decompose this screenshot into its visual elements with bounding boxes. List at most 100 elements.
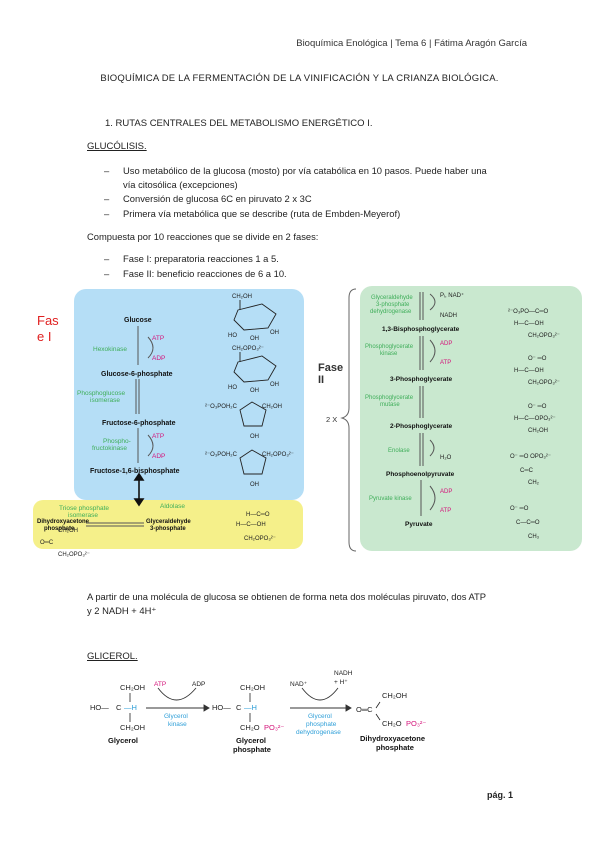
svg-text:CH₂OPO₃²⁻: CH₂OPO₃²⁻	[244, 536, 276, 542]
svg-text:CH₂OH: CH₂OH	[120, 723, 145, 732]
gap-label-a: Glyceraldehyde	[146, 519, 191, 525]
tpi-label-a: Triose phosphate	[59, 505, 109, 512]
times-label: 2 X	[326, 415, 337, 424]
summary-line2: y 2 NADH + 4H⁺	[87, 605, 157, 616]
adp3-label: ADP	[440, 341, 452, 347]
h2o-label: H₂O	[440, 455, 452, 461]
glycerol-label: Glycerol	[108, 736, 138, 745]
pgk-label-a: Phosphoglycerate	[365, 344, 414, 350]
svg-text:CH₂OPO₃²⁻: CH₂OPO₃²⁻	[528, 333, 560, 339]
svg-text:²⁻O₃PO—C═O: ²⁻O₃PO—C═O	[508, 309, 549, 315]
atp1-label: ATP	[152, 335, 164, 342]
dhap-label-a: Dihydroxyacetone	[37, 519, 90, 525]
svg-text:C—C═O: C—C═O	[516, 520, 540, 526]
glyc-nad-label: NAD⁺	[290, 681, 308, 688]
svg-text:OH: OH	[250, 388, 259, 394]
pfk-label-b: fructokinase	[92, 445, 127, 452]
svg-text:PO₃²⁻: PO₃²⁻	[406, 719, 426, 728]
bpg-label: 1,3-Bisphosphoglycerate	[382, 326, 460, 333]
pyruvate-label: Pyruvate	[405, 521, 433, 528]
pg3-label: 3-Phosphoglycerate	[390, 376, 453, 383]
glucolisis-heading: GLUCÓLISIS.	[87, 141, 147, 152]
pgk-label-b: kinase	[380, 351, 398, 357]
svg-text:H—C—OH: H—C—OH	[514, 321, 544, 327]
g3p-label-a: Glycerol	[236, 736, 266, 745]
g6p-label: Glucose-6-phosphate	[101, 371, 173, 378]
fase1-label-a: Fas	[37, 313, 59, 328]
summary-line1: A partir de una molécula de glucosa se o…	[87, 591, 487, 602]
pgi-label-a: Phosphoglucose	[77, 390, 125, 397]
svg-text:HO—: HO—	[212, 703, 231, 712]
svg-text:CH₂: CH₂	[528, 480, 540, 486]
svg-text:CH₂OPO₃²⁻: CH₂OPO₃²⁻	[528, 380, 560, 386]
svg-text:CH₂OH: CH₂OH	[120, 683, 145, 692]
svg-text:CH₂OPO₃²⁻: CH₂OPO₃²⁻	[262, 452, 294, 458]
nadh-label: NADH	[440, 313, 457, 319]
fase2-label-b: II	[318, 374, 324, 386]
glyc-h-label: + H⁺	[334, 679, 348, 686]
glucose-label: Glucose	[124, 317, 152, 324]
svg-text:H—C═O: H—C═O	[246, 512, 270, 518]
svg-text:—H: —H	[244, 703, 257, 712]
svg-text:OH: OH	[270, 330, 279, 336]
svg-text:CH₃: CH₃	[528, 534, 540, 540]
glicerol-heading: GLICEROL.	[87, 651, 138, 662]
tpi-label-b: isomerase	[68, 512, 98, 519]
fase2-label-a: Fase	[318, 362, 343, 374]
fase1-label-b: e I	[37, 329, 51, 344]
svg-text:OH: OH	[250, 434, 259, 440]
svg-text:²⁻O₃POH₂C: ²⁻O₃POH₂C	[205, 452, 238, 458]
gapdh-label-a: Glyceraldehyde	[371, 295, 413, 301]
gapdh-label-b: 3-phosphate	[376, 302, 410, 308]
glyc-nadh-label: NADH	[334, 670, 353, 677]
svg-text:²⁻O₃POH₂C: ²⁻O₃POH₂C	[205, 404, 238, 410]
svg-text:O⁻ ═O OPO₃²⁻: O⁻ ═O OPO₃²⁻	[510, 454, 551, 460]
svg-text:CH₂OPO₃²⁻: CH₂OPO₃²⁻	[58, 552, 90, 558]
pi-nad-label: Pᵢ, NAD⁺	[440, 292, 464, 299]
svg-text:O═C: O═C	[40, 540, 54, 546]
pep-label: Phosphoenolpyruvate	[386, 471, 455, 478]
hexokinase-label: Hexokinase	[93, 346, 127, 353]
dh-label-c: dehydrogenase	[296, 729, 341, 736]
atp4-label: ATP	[440, 508, 451, 514]
dhap-label-a: Dihydroxyacetone	[360, 734, 425, 743]
svg-text:OH: OH	[250, 482, 259, 488]
triose-panel	[33, 500, 303, 549]
pgm-label-a: Phosphoglycerate	[365, 395, 414, 401]
glycolysis-figure: Fas e I Fase II 2 X Glucose Glucose-6-ph…	[33, 286, 582, 558]
svg-text:CH₂O: CH₂O	[382, 719, 402, 728]
f6p-label: Fructose-6-phosphate	[102, 420, 176, 427]
svg-text:O═C: O═C	[356, 705, 373, 714]
svg-text:CH₂OH: CH₂OH	[232, 294, 252, 300]
dhap-label-b: phosphate	[376, 743, 414, 752]
svg-text:H—C—OPO₃²⁻: H—C—OPO₃²⁻	[514, 416, 556, 422]
svg-text:—H: —H	[124, 703, 137, 712]
page-header: Bioquímica Enológica | Tema 6 | Fátima A…	[296, 38, 527, 49]
pgm-label-b: mutase	[380, 402, 400, 408]
phases-intro: Compuesta por 10 reacciones que se divid…	[87, 231, 319, 242]
glyc-adp-label: ADP	[192, 681, 205, 688]
svg-text:HO: HO	[228, 385, 237, 391]
pgi-label-b: isomerase	[90, 397, 120, 404]
phase1-panel	[74, 289, 304, 500]
f16bp-label: Fructose-1,6-bisphosphate	[90, 468, 180, 475]
gap-label-b: 3-phosphate	[150, 526, 186, 532]
page-number: pág. 1	[486, 790, 513, 800]
svg-text:CH₂OH: CH₂OH	[240, 683, 265, 692]
kinase-label-a: Glycerol	[164, 713, 188, 720]
svg-text:CH₂OH: CH₂OH	[58, 528, 78, 534]
pg2-label: 2-Phosphoglycerate	[390, 423, 453, 430]
glyc-atp-label: ATP	[154, 681, 166, 688]
glucose-structures	[233, 300, 277, 475]
svg-text:CH₂OH: CH₂OH	[382, 691, 407, 700]
gapdh-label-c: dehydrogenase	[370, 309, 412, 315]
adp4-label: ADP	[440, 489, 452, 495]
svg-text:HO—: HO—	[90, 703, 109, 712]
adp2-label: ADP	[152, 453, 165, 460]
svg-text:OH: OH	[270, 382, 279, 388]
svg-text:CH₂OH: CH₂OH	[262, 404, 282, 410]
svg-text:H—C—OH: H—C—OH	[236, 522, 266, 528]
svg-text:CH₂O: CH₂O	[240, 723, 260, 732]
svg-text:CH₂OH: CH₂OH	[528, 428, 548, 434]
